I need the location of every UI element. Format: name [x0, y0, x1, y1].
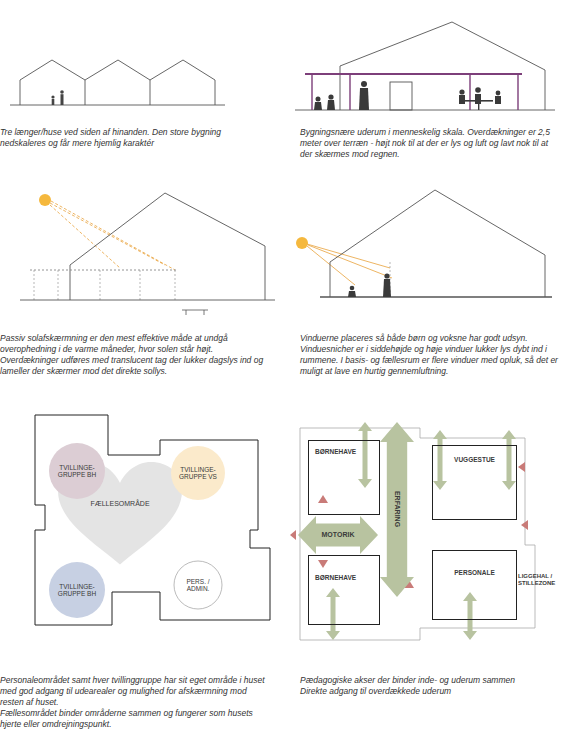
rect-stroke	[61, 94, 64, 105]
three-houses	[10, 60, 225, 105]
path-stroke	[518, 462, 525, 472]
circle-stroke	[328, 94, 333, 99]
node-label: ERFARING	[393, 491, 401, 527]
path-stroke	[314, 102, 322, 110]
axes-plan	[290, 422, 535, 640]
path-stroke	[330, 190, 545, 297]
path-stroke	[318, 495, 328, 503]
circle-stroke	[296, 237, 308, 249]
path-stroke	[85, 80, 150, 105]
axis-arrow: ERFARING	[380, 422, 414, 597]
people	[314, 81, 501, 110]
line-stroke	[305, 73, 522, 75]
circle-stroke	[350, 286, 355, 291]
circle-shape	[49, 443, 105, 499]
path-stroke	[35, 415, 270, 625]
circle-stroke	[475, 87, 481, 93]
path-stroke	[307, 244, 392, 285]
node-label: BØRNEHAVE	[315, 448, 356, 455]
line-stroke	[10, 105, 225, 106]
path-stroke	[300, 428, 535, 640]
circle-stroke	[361, 81, 367, 87]
circle-stroke	[496, 91, 501, 96]
path-stroke	[502, 430, 516, 490]
path-stroke	[312, 74, 518, 110]
people	[51, 90, 63, 105]
room-box: PERSONALE	[432, 550, 517, 620]
arrow-shape	[380, 422, 414, 597]
path-stroke	[327, 100, 335, 110]
node-label: TVILLINGE-GRUPPE VS	[176, 466, 220, 481]
room-box: VUGGESTUE	[432, 445, 517, 520]
path-stroke	[182, 310, 208, 315]
node-label: MOTORIK	[322, 531, 355, 539]
group-circle: TVILLINGE-GRUPPE BH	[49, 443, 105, 499]
room-box: BØRNEHAVE	[308, 440, 380, 515]
caption-text: Pædagogiske akser der binder inde- og ud…	[300, 675, 558, 686]
g-stroke	[348, 273, 391, 297]
rect-stroke	[478, 100, 479, 110]
caption-text: Tre længer/huse ved siden af hinanden. D…	[0, 127, 268, 149]
node-label: PERSONALE	[454, 569, 494, 576]
circle-stroke	[384, 273, 389, 278]
big-house	[295, 22, 555, 110]
circle-stroke	[316, 97, 321, 102]
plan-outline	[35, 415, 270, 625]
node-label: FÆLLESOMRÅDE	[90, 500, 149, 508]
heart-shape	[58, 462, 182, 564]
node-label: TVILLINGE-GRUPPE BH	[54, 583, 100, 598]
path-stroke	[433, 430, 447, 490]
admin-circle: PERS. / ADMIN.	[174, 561, 222, 609]
caption-text: Fællesområdet binder områderne sammen og…	[0, 708, 268, 730]
room-box: BØRNEHAVE	[308, 555, 380, 625]
caption-text: Vinduerne placeres så både børn og voksn…	[300, 333, 560, 377]
circle-shape	[171, 446, 225, 500]
node-label: BØRNEHAVE	[315, 574, 356, 581]
node-label: VUGGESTUE	[454, 456, 495, 463]
path-stroke	[495, 96, 501, 104]
circle-stroke	[51, 95, 54, 98]
path-stroke	[459, 95, 465, 104]
circle-stroke	[39, 194, 51, 206]
path-stroke	[359, 88, 369, 110]
caption-text: Direkte adgang til overdækkede uderum	[300, 686, 558, 697]
path-stroke	[318, 560, 328, 568]
circle-shape	[174, 561, 222, 609]
path-stroke	[358, 422, 372, 488]
rect-stroke	[52, 99, 55, 105]
path-stroke	[463, 592, 477, 640]
caption-text: Personaleområdet samt hver tvillinggrupp…	[0, 675, 268, 708]
path-stroke	[30, 270, 178, 271]
group-circle: TVILLINGE-GRUPPE VS	[171, 446, 225, 500]
circle-stroke	[459, 89, 464, 94]
circle-shape	[49, 562, 105, 618]
line-stroke	[20, 300, 275, 301]
g-stroke	[290, 462, 528, 588]
node-label: TVILLINGE-GRUPPE BH	[54, 464, 100, 479]
axis-arrow: MOTORIK	[298, 516, 378, 554]
path-stroke	[348, 291, 356, 297]
zone-label: LIGGEHAL / STILLEZONE	[518, 573, 562, 587]
sun-diagram	[20, 193, 275, 315]
path-stroke	[50, 201, 175, 270]
rect-stroke	[390, 82, 412, 110]
circle-stroke	[60, 90, 64, 94]
window-diagram	[296, 190, 552, 297]
path-stroke	[383, 279, 391, 297]
caption-text: Passiv solafskærmning er den mest effekt…	[0, 333, 268, 377]
arrow-shape	[298, 516, 378, 554]
path-stroke	[290, 530, 296, 540]
canopy	[305, 74, 522, 110]
group-circle: TVILLINGE-GRUPPE BH	[49, 562, 105, 618]
path-stroke	[521, 520, 528, 530]
path-stroke	[70, 193, 265, 300]
caption-text: Bygningsnære uderum i menneskelig skala.…	[300, 127, 562, 160]
path-stroke	[340, 22, 545, 110]
path-stroke	[326, 588, 340, 640]
node-label: PERS. / ADMIN.	[179, 578, 217, 593]
path-stroke	[20, 60, 215, 105]
path-stroke	[34, 270, 175, 300]
